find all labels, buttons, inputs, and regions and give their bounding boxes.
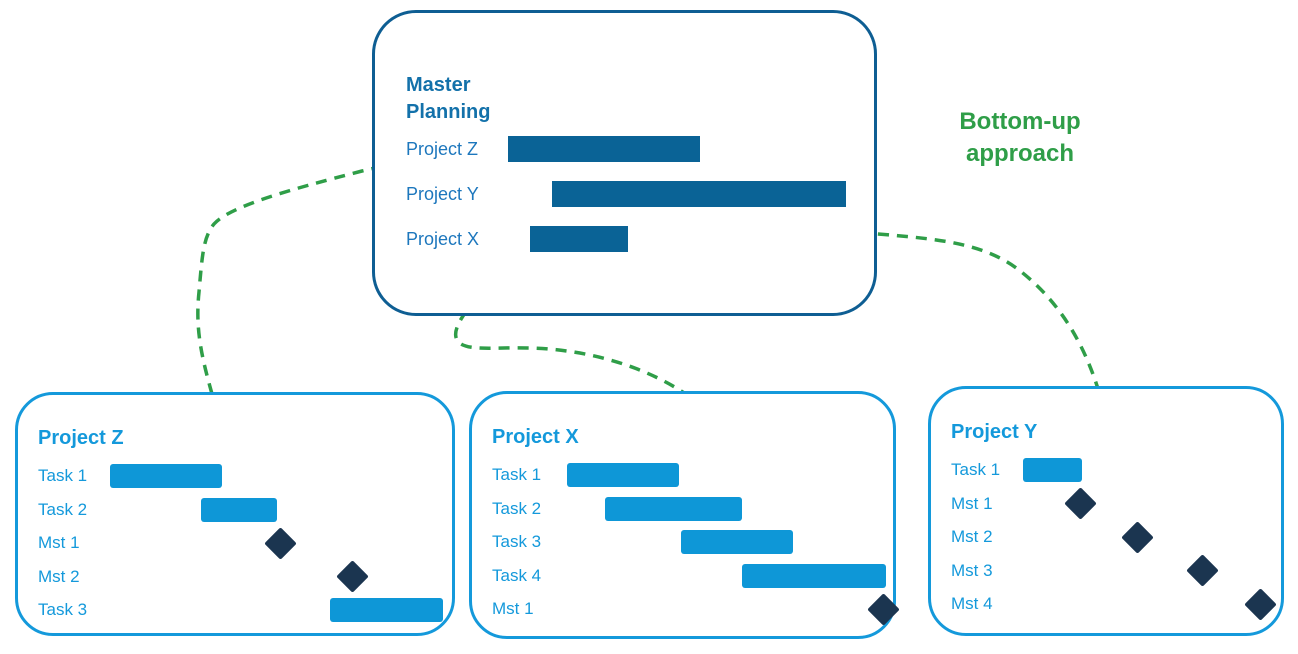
milestone-label: Mst 2 (951, 527, 993, 546)
milestone-diamond (866, 592, 900, 626)
task-label: Task 4 (492, 565, 542, 585)
milestone-diamond (1063, 487, 1097, 520)
master-gantt-bar (530, 225, 628, 252)
gantt-bar (567, 463, 679, 487)
milestone-label: Mst 3 (951, 560, 993, 580)
master-rows: Project Z Project Y Project X (375, 13, 874, 313)
gantt-bar (330, 598, 443, 622)
task-label: Task 2 (38, 499, 88, 519)
task-label: Task 1 (38, 466, 88, 485)
bottom-up-approach-label: Bottom-up approach (959, 108, 1081, 167)
project-x-title: Project X (492, 426, 579, 448)
gantt-bar (1023, 458, 1082, 482)
master-planning-title: Master Planning (406, 73, 491, 123)
gantt-bar (605, 496, 742, 521)
master-gantt-bar (552, 180, 846, 207)
task-label: Task 3 (38, 600, 88, 619)
master-row-label: Project X (406, 228, 480, 249)
milestone-label: Mst 4 (951, 594, 993, 613)
milestone-label: Mst 1 (492, 599, 534, 618)
gantt-bar (201, 497, 277, 522)
task-label: Task 2 (492, 498, 542, 518)
project-y-box: Project Y Task 1 Mst 1 Mst 2 Mst 3 Mst 4 (928, 386, 1284, 636)
gantt-bar (681, 530, 793, 554)
master-gantt-bar (508, 135, 700, 162)
master-row-label: Project Z (406, 138, 479, 159)
project-z-box: Project Z Task 1 Task 2 Mst 1 Mst 2 Task 3 (15, 392, 455, 636)
project-z-rows: Task 1 Task 2 Mst 1 Mst 2 Task 3 (18, 395, 452, 633)
milestone-diamond (1185, 554, 1219, 587)
task-label: Task 1 (492, 465, 542, 484)
project-x-rows: Task 1 Task 2 Task 3 Task 4 Mst 1 (472, 394, 900, 636)
project-y-title: Project Y (951, 421, 1038, 443)
project-x-box: Project X Task 1 Task 2 Task 3 Task 4 Mst 1 (469, 391, 900, 639)
milestone-diamond (263, 526, 297, 560)
milestone-diamond (335, 560, 369, 593)
milestone-label: Mst 1 (951, 493, 993, 513)
master-row-label: Project Y (406, 183, 479, 204)
task-label: Task 1 (951, 460, 1001, 479)
gantt-bar (742, 563, 886, 588)
milestone-label: Mst 1 (38, 533, 80, 552)
project-z-title: Project Z (38, 427, 124, 449)
milestone-diamond (1243, 587, 1277, 621)
project-y-rows: Task 1 Mst 1 Mst 2 Mst 3 Mst 4 (931, 389, 1281, 633)
milestone-label: Mst 2 (38, 566, 80, 586)
milestone-diamond (1120, 520, 1154, 554)
task-label: Task 3 (492, 532, 542, 551)
gantt-bar (110, 464, 222, 488)
